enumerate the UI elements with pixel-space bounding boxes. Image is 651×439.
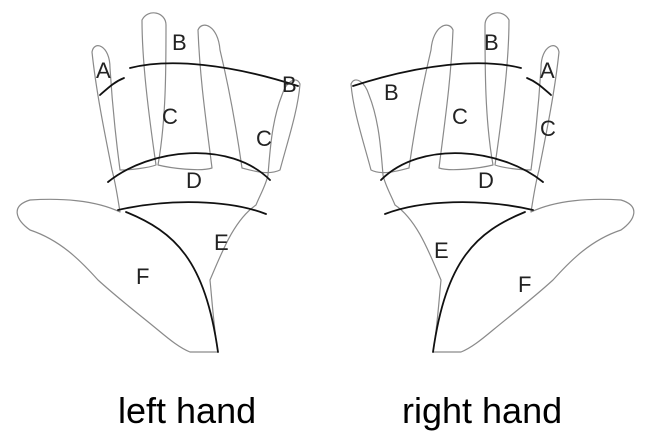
left-boundary-d-bottom	[118, 202, 266, 214]
right-zone-b-middle: B	[484, 30, 499, 55]
left-zone-e: E	[214, 230, 229, 255]
right-hand-caption: right hand	[402, 390, 562, 432]
right-zone-e: E	[434, 238, 449, 263]
left-hand: A B B C C D E F	[17, 13, 300, 352]
right-zone-d: D	[478, 168, 494, 193]
left-zone-f: F	[136, 264, 149, 289]
right-boundary-e-f	[433, 212, 525, 352]
right-zone-c-middle: C	[452, 104, 468, 129]
right-boundary-b	[353, 63, 521, 86]
right-boundary-d-top	[381, 153, 543, 182]
left-zone-b-middle: B	[172, 30, 187, 55]
right-zone-b-ring: B	[384, 80, 399, 105]
left-boundary-b	[130, 63, 298, 86]
left-hand-caption: left hand	[118, 390, 256, 432]
right-zone-c-ring: C	[540, 116, 556, 141]
left-zone-b-ring: B	[282, 72, 297, 97]
right-boundary-d-bottom	[385, 202, 533, 214]
left-zone-c-middle: C	[162, 104, 178, 129]
right-zone-f: F	[518, 272, 531, 297]
left-zone-d: D	[186, 168, 202, 193]
right-zone-a: A	[540, 58, 555, 83]
left-zone-c-ring: C	[256, 126, 272, 151]
left-zone-a: A	[96, 58, 111, 83]
